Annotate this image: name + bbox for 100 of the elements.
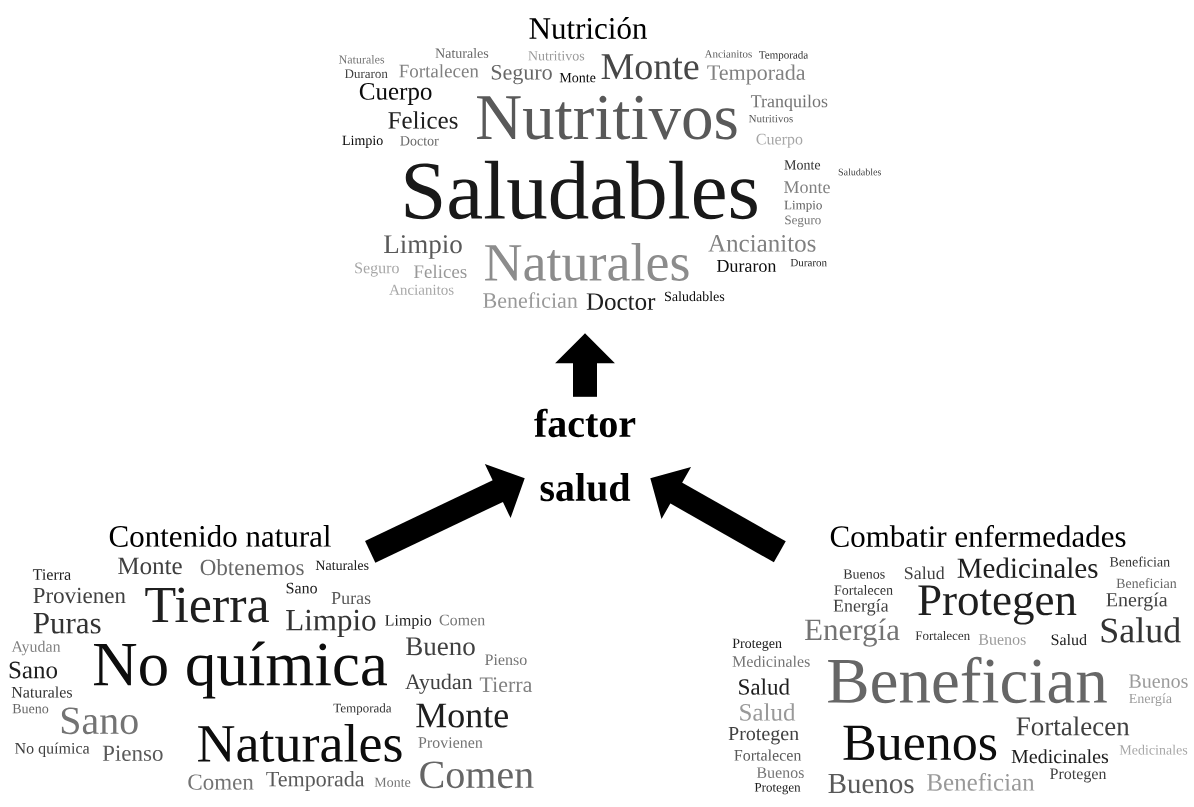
cloud-heading: Nutrición [529, 17, 647, 39]
cloud-word: Medicinales [732, 655, 810, 667]
cloud-word: Doctor [586, 293, 656, 310]
cloud-word: Benefician [1116, 578, 1177, 589]
cloud-word: Buenos [828, 773, 914, 794]
cloud-word: Fortalecen [399, 64, 479, 78]
cloud-word: Energía [805, 618, 900, 647]
cloud-word: Medicinales [957, 557, 1098, 578]
cloud-word: Seguro [491, 64, 552, 85]
cloud-word: Ayudan [11, 640, 61, 656]
cloud-word: Duraron [790, 259, 827, 267]
cloud-word: Bueno [12, 704, 49, 714]
cloud-word: Tierra [145, 587, 269, 623]
cloud-word: Nutritivos [748, 114, 793, 123]
cloud-word: Nutritivos [528, 51, 585, 61]
cloud-word: Monte [601, 54, 699, 80]
cloud-word: Puras [33, 613, 101, 634]
cloud-word: Temporada [266, 771, 365, 791]
cloud-word: Duraron [344, 69, 388, 79]
cloud-word: Temporada [707, 64, 806, 85]
cloud-word: Temporada [759, 50, 809, 61]
cloud-word: Monte [784, 181, 830, 194]
cloud-word: Cuerpo [359, 83, 432, 105]
cloud-word: Sano [286, 582, 317, 594]
cloud-word: Ancianitos [389, 284, 454, 295]
cloud-word: Fortalecen [834, 584, 893, 595]
cloud-word: Naturales [485, 243, 689, 281]
cloud-word: Limpio [286, 609, 376, 637]
cloud-heading: Contenido natural [109, 525, 331, 547]
cloud-word: Monte [784, 160, 821, 170]
cloud-word: Protegen [918, 585, 1077, 625]
cloud-word: Ayudan [405, 673, 473, 694]
cloud-word: Salud [740, 703, 796, 721]
cloud-word: Buenos [1129, 674, 1188, 688]
cloud-word: Monte [559, 73, 596, 83]
cloud-word: Benefician [927, 773, 1035, 791]
cloud-word: Saludables [405, 160, 757, 220]
cloud-word: Buenos [843, 725, 997, 761]
cloud-word: Energía [1106, 592, 1168, 611]
cloud-word: Protegen [728, 727, 799, 745]
cloud-word: Protegen [1050, 768, 1107, 783]
cloud-word: Benefician [828, 656, 1107, 704]
cloud-word: Seguro [785, 215, 821, 227]
cloud-word: Pienso [485, 654, 527, 666]
cloud-word: Naturales [11, 686, 72, 698]
cloud-word: Tierra [479, 677, 533, 693]
cloud-word: Benefician [1109, 556, 1170, 567]
cloud-word: Cuerpo [756, 133, 803, 148]
cloud-word: Provienen [33, 587, 126, 604]
cloud-word: Salud [739, 678, 790, 695]
cloud-word: Naturales [315, 560, 369, 571]
cloud-word: Comen [420, 761, 534, 789]
cloud-word: Duraron [716, 260, 777, 272]
cloud-word: Monte [416, 703, 508, 728]
cloud-word: Ancianitos [708, 235, 816, 252]
cloud-word: Salud [1101, 617, 1181, 643]
cloud-word: Protegen [754, 783, 801, 795]
cloud-word: Felices [388, 111, 458, 129]
cloud-word: Tranquilos [750, 94, 828, 111]
cloud-word: Fortalecen [915, 630, 970, 641]
cloud-word: Sano [61, 707, 138, 735]
cloud-word: Comen [188, 774, 254, 790]
cloud-word: Pienso [102, 745, 163, 762]
cloud-word: Buenos [843, 569, 885, 579]
cloud-word: Salud [904, 566, 945, 580]
cloud-word: Temporada [333, 703, 392, 716]
cloud-word: Salud [1051, 633, 1087, 646]
cloud-word: Seguro [355, 262, 399, 277]
cloud-word: Benefician [483, 292, 578, 308]
cloud-word: Limpio [385, 615, 432, 629]
cloud-word: Limpio [784, 200, 822, 213]
cloud-word: Provienen [418, 737, 483, 748]
cloud-word: Nutritivos [477, 95, 737, 140]
cloud-word: Comen [439, 614, 485, 626]
cloud-word: Monte [118, 557, 182, 575]
cloud-word: Bueno [406, 637, 475, 656]
cloud-word: Tierra [32, 569, 71, 580]
cloud-word: Limpio [384, 235, 462, 259]
center-label: factor salud [534, 408, 636, 502]
cloud-word: Medicinales [1119, 744, 1188, 755]
cloud-word: Puras [331, 592, 371, 605]
cloud-word: Doctor [400, 136, 439, 146]
cloud-word: Felices [413, 264, 467, 279]
cloud-word: Medicinales [1011, 749, 1109, 764]
cloud-word: Energía [833, 599, 889, 616]
cloud-word: No química [15, 742, 90, 757]
cloud-word: Sano [9, 661, 58, 679]
cloud-word: Buenos [756, 767, 804, 779]
cloud-word: No química [94, 641, 387, 699]
cloud-word: Fortalecen [1016, 716, 1130, 736]
cloud-word: Energía [1129, 693, 1172, 707]
cloud-heading: Combatir enfermedades [830, 524, 1126, 548]
cloud-word: Naturales [338, 55, 385, 64]
cloud-word: Buenos [978, 634, 1026, 645]
cloud-word: Naturales [198, 724, 402, 762]
cloud-word: Ancianitos [704, 50, 752, 58]
cloud-word: Monte [374, 777, 411, 787]
cloud-word: Saludables [838, 168, 881, 176]
cloud-word: Saludables [665, 291, 725, 302]
cloud-word: Fortalecen [734, 749, 802, 761]
